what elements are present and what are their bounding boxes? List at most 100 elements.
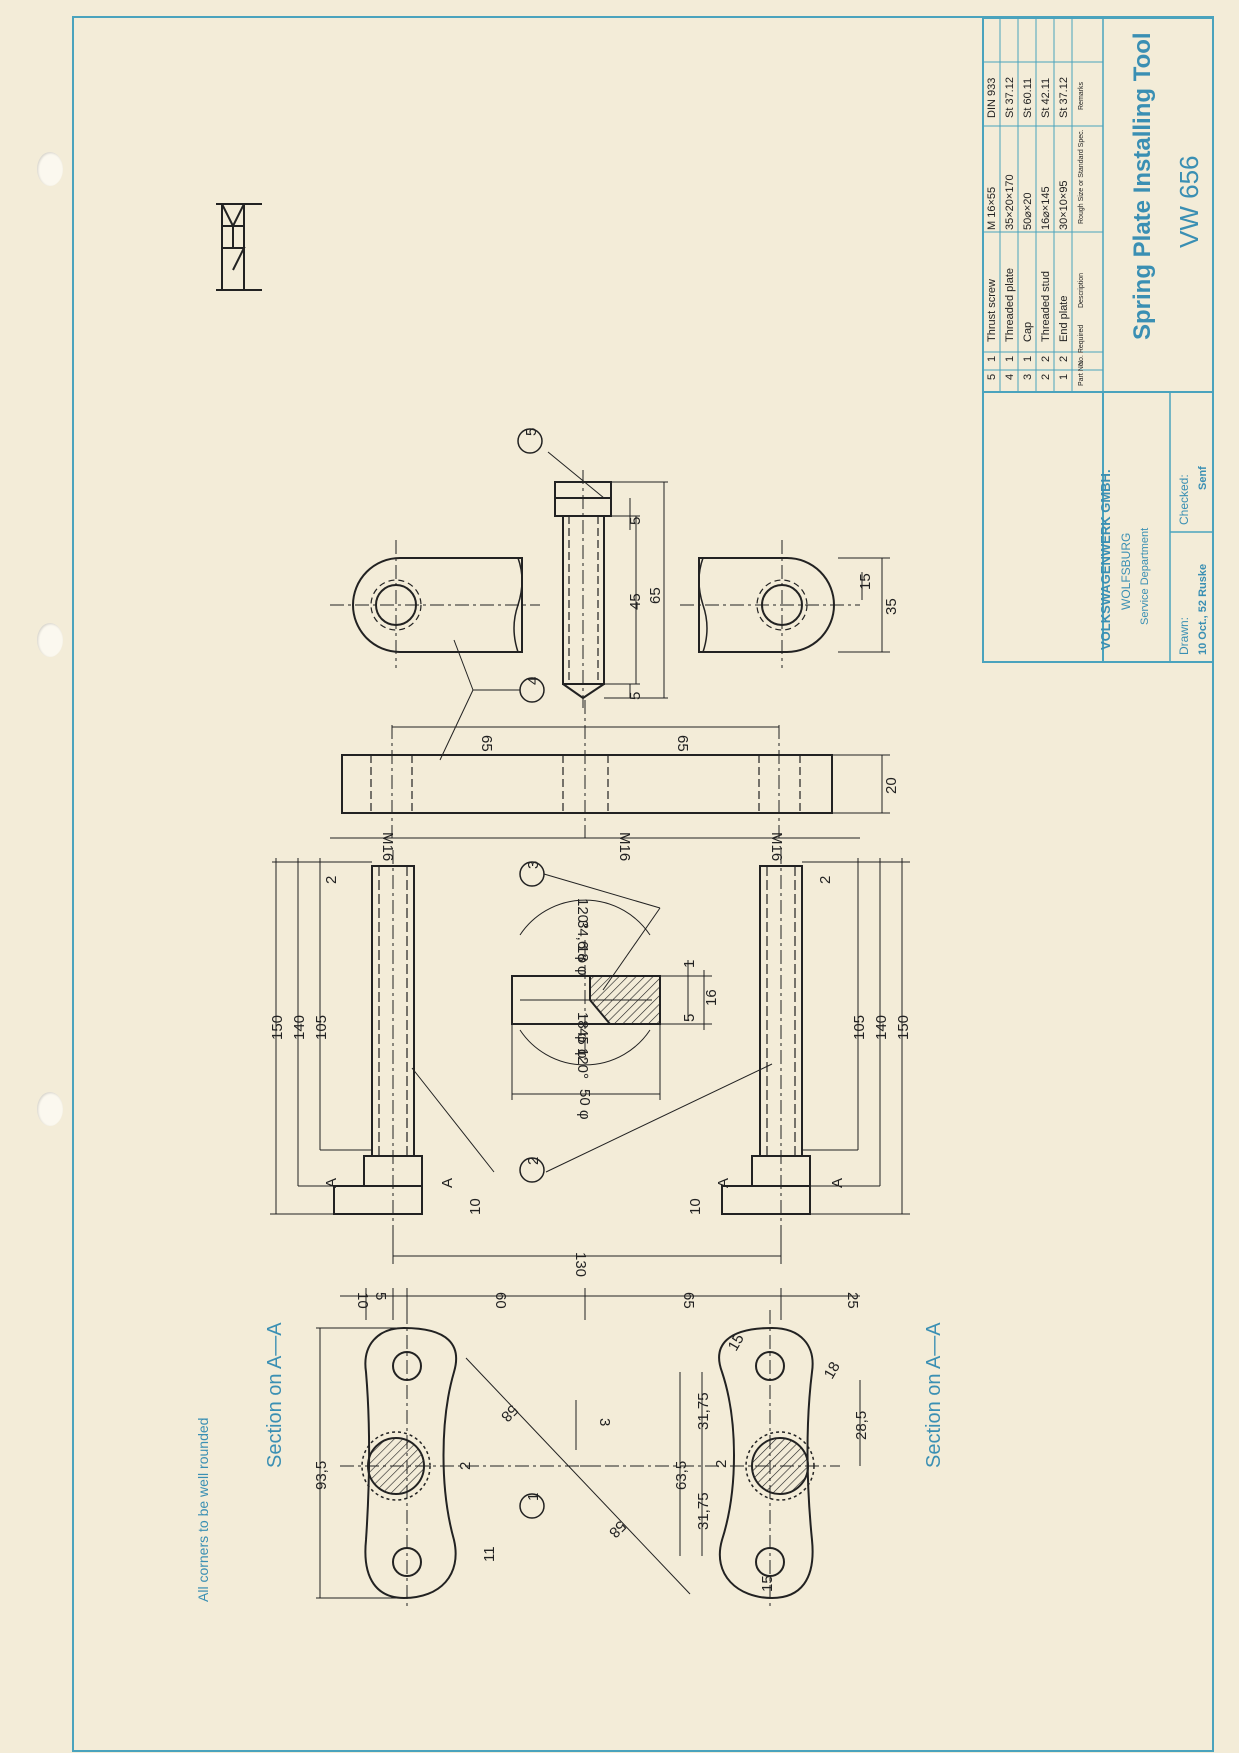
- part-desc: Thrust screw: [986, 279, 998, 342]
- dim-4-15: 15: [857, 573, 874, 590]
- balloon-3: 3: [525, 861, 542, 869]
- dim-2-10: 10: [467, 1198, 484, 1215]
- header-description: Description: [1078, 273, 1085, 308]
- part2-threaded-stud-left: 150 140 105 2 10 A A M16: [269, 832, 484, 1230]
- part-no: 3: [1022, 374, 1034, 380]
- punch-hole: [37, 152, 63, 186]
- dim-2-m16: M16: [379, 832, 396, 861]
- dim-1-2b: 2: [713, 1460, 730, 1468]
- part-size: 16⌀×145: [1040, 186, 1052, 230]
- checked-label: Checked:: [1177, 474, 1191, 525]
- header-size: Rough Size or Standard Spec.: [1078, 129, 1085, 224]
- part-size: 50⌀×20: [1022, 192, 1034, 230]
- dim-2-105: 105: [313, 1015, 330, 1040]
- dim-1-15b: 15: [759, 1575, 776, 1592]
- dim-3-50: 50 φ: [576, 1089, 593, 1120]
- part-size: 35×20×170: [1004, 174, 1016, 230]
- section-mark-a: A: [439, 1178, 456, 1188]
- part-qty: 2: [1040, 356, 1052, 362]
- drawn-value: 10 Oct., 52 Ruske: [1197, 564, 1209, 655]
- dim-1-10: 10: [354, 1292, 371, 1309]
- balloon-2: 2: [525, 1157, 542, 1165]
- part-qty: 2: [1058, 356, 1070, 362]
- part-qty: 1: [986, 356, 998, 362]
- dim-1-58a: 58: [497, 1401, 521, 1425]
- dim-1-2: 2: [457, 1462, 474, 1470]
- part-remarks: St 37.12: [1058, 77, 1070, 118]
- note-corners: All corners to be well rounded: [195, 1418, 211, 1602]
- company-city: WOLFSBURG: [1119, 533, 1133, 610]
- dim-130: 130 2: [392, 1063, 782, 1277]
- dim-2-105: 105: [851, 1015, 868, 1040]
- dim-2-130: 130: [572, 1252, 589, 1277]
- section-mark-a: A: [715, 1178, 732, 1188]
- section-mark-a: A: [829, 1178, 846, 1188]
- part1-end-plate-right: 63,5 31,75 31,75 2 28,5 15 15 18: [580, 1310, 870, 1610]
- dim-3-1: 1: [681, 960, 698, 968]
- dim-1-15a: 15: [725, 1331, 748, 1354]
- part-no: 5: [986, 374, 998, 380]
- dim-1-3175a: 31,75: [695, 1392, 712, 1430]
- section-label-lower: Section on A—A: [923, 1322, 945, 1468]
- punch-hole: [37, 1092, 63, 1126]
- dim-1-11: 11: [481, 1546, 498, 1562]
- dim-5-65: 65: [647, 587, 664, 604]
- part-no: 1: [1058, 374, 1070, 380]
- dim-1-935: 93,5: [313, 1461, 330, 1490]
- dim-4-35: 35: [883, 598, 900, 615]
- balloon-1: 1: [525, 1493, 542, 1501]
- part-qty: 1: [1022, 356, 1034, 362]
- part4-threaded-plate: 35 15 65 65 20 M16 4: [330, 540, 900, 861]
- dim-1-60: 60: [492, 1292, 509, 1309]
- sheet-frame: [72, 16, 1214, 1752]
- dim-3-45: 45 φ: [574, 1028, 591, 1059]
- dim-5-5b: 5: [627, 692, 644, 700]
- part-remarks: St 42.11: [1040, 78, 1052, 118]
- dim-1-65: 65: [680, 1292, 697, 1309]
- dim-5-45: 45: [627, 593, 644, 610]
- tool-number: VW 656: [1174, 156, 1204, 249]
- dim-1-3: 3: [596, 1418, 613, 1426]
- dim-3-120b: 120°: [574, 898, 591, 929]
- dim-3-18a: 18 φ: [574, 1012, 591, 1043]
- punch-hole: [37, 623, 63, 657]
- dim-2-140: 140: [291, 1015, 308, 1040]
- header-qty: No. Required: [1078, 325, 1085, 366]
- dim-4-20: 20: [883, 777, 900, 794]
- part-no: 4: [1004, 374, 1016, 380]
- dim-2-150: 150: [895, 1015, 912, 1040]
- dim-3-120a: 120°: [574, 1048, 591, 1079]
- title-block: 5 1 Thrust screw M 16×55 DIN 933 4 1 Thr…: [982, 17, 1214, 663]
- section-label-upper: Section on A—A: [264, 1322, 286, 1468]
- part-desc: Threaded stud: [1040, 271, 1052, 342]
- dim-2-140: 140: [873, 1015, 890, 1040]
- dim-1-18: 18: [821, 1359, 844, 1382]
- dim-2-m16: M16: [768, 832, 785, 861]
- part5-thrust-screw: 65 45 5 5 5: [517, 428, 668, 708]
- dim-3-18b: 18 φ: [574, 945, 591, 976]
- dim-2-150: 150: [269, 1015, 286, 1040]
- header-remarks: Remarks: [1078, 81, 1085, 110]
- dim-4-65a: 65: [478, 735, 495, 752]
- tool-name: Spring Plate Installing Tool: [1129, 32, 1156, 340]
- header-part-no: Part No.: [1078, 360, 1085, 386]
- balloon-5: 5: [523, 428, 540, 436]
- dim-5-5a: 5: [627, 517, 644, 525]
- surface-finish-symbol: [216, 203, 262, 291]
- part-desc: End plate: [1058, 296, 1070, 342]
- part1-end-plate-left: 93,5 2 11: [313, 1310, 600, 1610]
- part-remarks: St 60.11: [1022, 78, 1034, 118]
- department: Service Department: [1139, 528, 1151, 625]
- dim-2-2: 2: [817, 876, 834, 884]
- section-mark-a: A: [323, 1178, 340, 1188]
- dim-2-10: 10: [687, 1198, 704, 1215]
- dim-3-346: 34,6 φ: [574, 920, 591, 963]
- part1-dimensions: 5 10 60 65 25 58 58 3 1: [340, 1288, 861, 1595]
- part-remarks: DIN 933: [986, 78, 998, 118]
- dim-4-65b: 65: [674, 735, 691, 752]
- dim-1-58b: 58: [605, 1517, 629, 1541]
- dim-1-285: 28,5: [853, 1411, 870, 1440]
- dim-3-5: 5: [681, 1014, 698, 1022]
- part-qty: 1: [1004, 356, 1016, 362]
